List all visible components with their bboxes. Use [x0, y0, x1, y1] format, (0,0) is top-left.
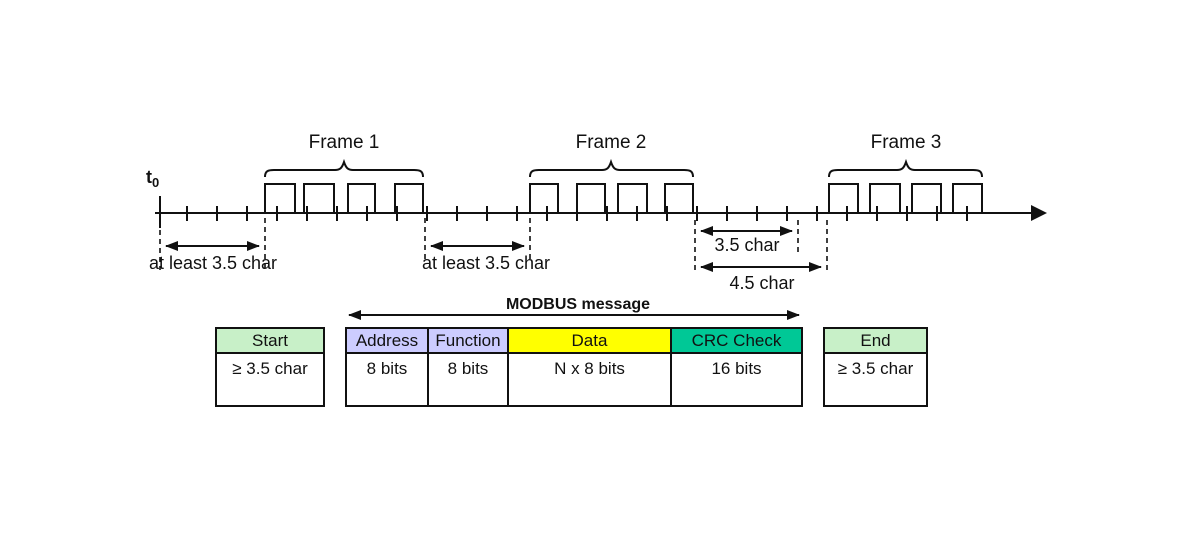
- modbus-message-table: Address 8 bits Function 8 bits Data N x …: [345, 327, 803, 407]
- start-value: ≥ 3.5 char: [217, 354, 323, 405]
- end-box: End ≥ 3.5 char: [823, 327, 928, 407]
- frame-2-brace: [529, 158, 694, 178]
- gap-label-before-frame1: at least 3.5 char: [149, 253, 277, 273]
- t0-label: t0: [146, 167, 159, 190]
- gap-label-before-frame2: at least 3.5 char: [422, 253, 550, 273]
- modbus-message-label: MODBUS message: [506, 296, 650, 313]
- gap-label-3-5-char: 3.5 char: [714, 235, 779, 255]
- data-value: N x 8 bits: [509, 354, 670, 405]
- frame-3-pulses: [828, 183, 983, 213]
- gap-arrows: [165, 226, 822, 320]
- crc-column: CRC Check 16 bits: [670, 329, 801, 405]
- frame-braces: [264, 158, 983, 178]
- gap-label-4-5-char: 4.5 char: [729, 273, 794, 293]
- address-value: 8 bits: [347, 354, 427, 405]
- end-value: ≥ 3.5 char: [825, 354, 926, 405]
- frame-3-label: Frame 3: [871, 132, 942, 153]
- frame-1-label: Frame 1: [309, 132, 380, 153]
- frame-2-label: Frame 2: [576, 132, 647, 153]
- frame-1-pulses: [264, 183, 424, 213]
- frame-1-brace: [264, 158, 424, 178]
- function-header: Function: [429, 329, 507, 354]
- crc-value: 16 bits: [672, 354, 801, 405]
- data-header: Data: [509, 329, 670, 354]
- end-header: End: [825, 329, 926, 354]
- start-box: Start ≥ 3.5 char: [215, 327, 325, 407]
- function-value: 8 bits: [429, 354, 507, 405]
- address-column: Address 8 bits: [347, 329, 427, 405]
- frame-3-brace: [828, 158, 983, 178]
- address-header: Address: [347, 329, 427, 354]
- frame-pulses: [264, 183, 983, 213]
- function-column: Function 8 bits: [427, 329, 507, 405]
- start-header: Start: [217, 329, 323, 354]
- axis-ticks: [186, 206, 968, 221]
- frame-boundary-dashes: [159, 218, 828, 272]
- frame-2-pulses: [529, 183, 694, 213]
- axis-arrowhead-icon: [1031, 205, 1047, 221]
- crc-header: CRC Check: [672, 329, 801, 354]
- time-axis: [155, 196, 1047, 228]
- data-column: Data N x 8 bits: [507, 329, 670, 405]
